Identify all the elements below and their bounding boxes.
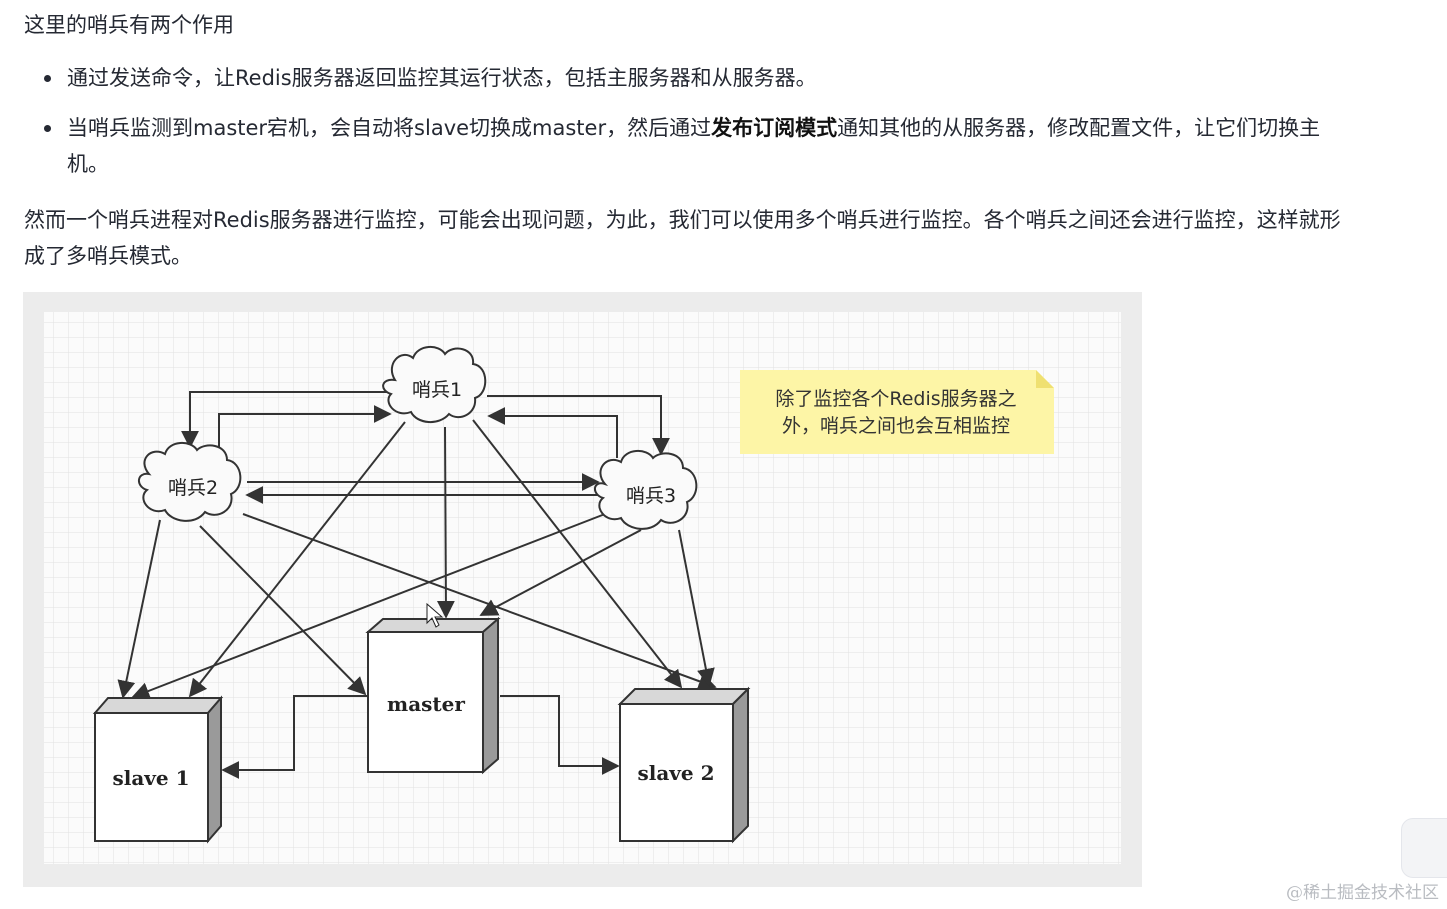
sentinel2-cloud (138, 442, 242, 522)
multi-sentinel-paragraph: 然而一个哨兵进程对Redis服务器进行监控，可能会出现问题，为此，我们可以使用多… (24, 208, 1341, 268)
note-line-2: 外，哨兵之间也会互相监控 (782, 415, 1010, 437)
bullet-dot (44, 75, 51, 82)
purpose-list: 通过发送命令，让Redis服务器返回监控其运行状态，包括主服务器和从服务器。 当… (24, 60, 1354, 196)
mouse-cursor-icon (426, 602, 444, 628)
list-item: 当哨兵监测到master宕机，会自动将slave切换成master，然后通过发布… (24, 110, 1354, 182)
slave1-label: slave 1 (112, 766, 189, 790)
bullet-dot (44, 125, 51, 132)
bold-text: 发布订阅模式 (711, 116, 838, 140)
intro-paragraph: 这里的哨兵有两个作用 (24, 13, 234, 37)
bullet-text-continued: 通知其他的从服务器，修改配置文件，让它们切换主机。 (67, 116, 1321, 176)
floating-side-button[interactable] (1401, 818, 1447, 878)
list-item: 通过发送命令，让Redis服务器返回监控其运行状态，包括主服务器和从服务器。 (24, 60, 1354, 96)
server-boxes (92, 616, 751, 844)
master-box (365, 616, 501, 775)
sentinel-diagram: 哨兵1 哨兵2 哨兵3 master slave 1 slave 2 (44, 312, 1121, 864)
watermark: @稀土掘金技术社区 (1286, 883, 1439, 903)
note-box (740, 370, 1054, 454)
bullet-text: 当哨兵监测到master宕机，会自动将slave切换成master，然后通过 (67, 116, 712, 140)
note-line-1: 除了监控各个Redis服务器之 (775, 388, 1016, 410)
sentinel-clouds (138, 346, 698, 530)
sentinel3-label: 哨兵3 (626, 485, 676, 507)
sentinel1-cloud (382, 346, 487, 423)
connection-arrows (117, 391, 717, 779)
sentinel3-cloud (594, 450, 698, 530)
slave1-box (92, 695, 224, 844)
slave2-label: slave 2 (637, 761, 714, 785)
sentinel1-label: 哨兵1 (412, 379, 462, 401)
slave2-box (617, 686, 751, 844)
master-label: master (387, 692, 465, 716)
sentinel-diagram-figure: 哨兵1 哨兵2 哨兵3 master slave 1 slave 2 (23, 292, 1142, 887)
sentinel2-label: 哨兵2 (168, 477, 218, 499)
bullet-text: 通过发送命令，让Redis服务器返回监控其运行状态，包括主服务器和从服务器。 (67, 66, 817, 90)
